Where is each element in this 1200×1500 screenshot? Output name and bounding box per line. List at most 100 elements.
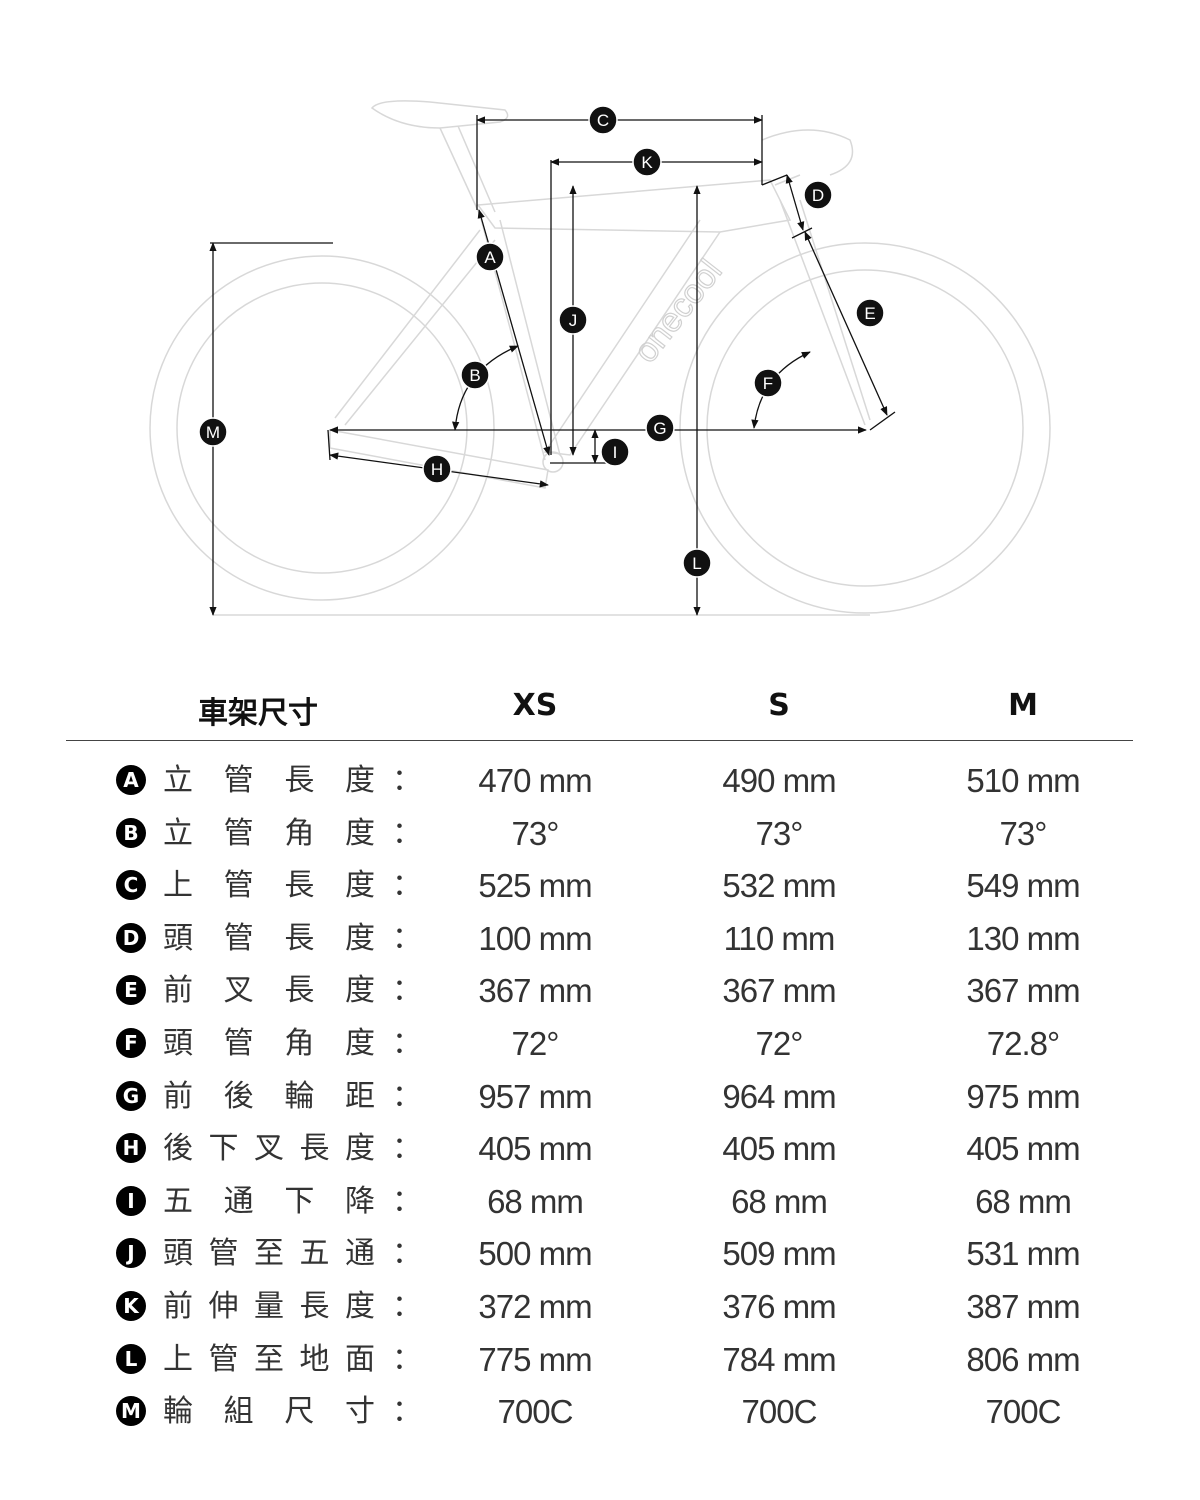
dim-label-a: A [475, 242, 505, 272]
row-value-m: 72.8° [986, 1025, 1060, 1062]
table-row: M 輪組尺寸 ： 700C 700C 700C [0, 1388, 1200, 1440]
header-divider [66, 740, 1133, 741]
dim-label-circle [632, 147, 662, 177]
dim-label-m: M [198, 417, 228, 447]
top-tube [476, 179, 792, 233]
dim-label-i: I [600, 437, 630, 467]
brand-logo: onecool [626, 253, 729, 370]
bike-outline [149, 100, 1051, 616]
row-value-xs: 700C [497, 1393, 574, 1431]
dim-label-circle [682, 548, 712, 578]
row-value-s: 784 mm [722, 1340, 836, 1378]
dim-label-circle [645, 413, 675, 443]
row-colon: ： [392, 1394, 422, 1430]
row-colon: ： [392, 1289, 422, 1324]
saddle [370, 100, 509, 129]
row-letter-badge: M [116, 1396, 146, 1427]
row-value-m: 806 mm [966, 1340, 1080, 1378]
dim-E [804, 231, 888, 416]
dim-label-c: C [588, 105, 618, 135]
row-value-m: 510 mm [966, 762, 1080, 799]
row-value-m: 387 mm [966, 1288, 1080, 1325]
row-value-s: 405 mm [722, 1130, 836, 1168]
row-value-m: 700C [985, 1393, 1062, 1431]
dim-D [785, 174, 805, 231]
dim-label-letter: H [431, 460, 443, 479]
row-letter-badge: L [116, 1343, 146, 1374]
dim-label-circle [475, 242, 505, 272]
row-letter-badge: D [116, 922, 146, 953]
dim-label-letter: G [653, 419, 666, 438]
dim-label-f: F [753, 368, 783, 398]
row-label: 上管至地面 [163, 1341, 375, 1377]
row-value-xs: 470 mm [478, 762, 592, 799]
row-label: 頭管長度 [163, 920, 375, 956]
row-value-xs: 500 mm [478, 1235, 592, 1273]
row-value-xs: 775 mm [478, 1340, 592, 1378]
row-letter-badge: B [116, 817, 146, 848]
row-value-s: 964 mm [722, 1077, 836, 1115]
size-header-m: M [1008, 688, 1038, 723]
row-value-xs: 405 mm [478, 1130, 592, 1168]
row-colon: ： [392, 1236, 422, 1272]
row-value-m: 130 mm [966, 919, 1080, 957]
dim-label-circle [753, 368, 783, 398]
row-value-xs: 68 mm [487, 1182, 584, 1220]
row-value-s: 72° [755, 1025, 804, 1062]
dim-label-circle [855, 298, 885, 328]
dim-label-letter: L [692, 554, 701, 573]
row-value-xs: 372 mm [478, 1288, 592, 1325]
row-letter-badge: C [116, 870, 146, 901]
seat-post [439, 125, 496, 216]
front-wheel [679, 242, 1051, 614]
dim-label-letter: M [206, 423, 220, 442]
row-value-s: 490 mm [722, 762, 836, 799]
size-header-xs: XS [512, 688, 558, 723]
row-value-m: 405 mm [966, 1130, 1080, 1168]
row-label: 前伸量長度 [163, 1289, 375, 1324]
dim-label-letter: B [469, 366, 480, 385]
row-letter-badge: K [116, 1291, 146, 1321]
row-letter-badge: A [116, 765, 146, 795]
dim-label-circle [460, 360, 490, 390]
row-value-xs: 100 mm [478, 919, 592, 957]
row-value-s: 532 mm [722, 867, 836, 905]
row-value-xs: 367 mm [478, 972, 592, 1010]
dim-label-letter: I [613, 443, 618, 462]
row-value-s: 110 mm [723, 919, 836, 957]
dim-label-k: K [632, 147, 662, 177]
row-letter-badge: H [116, 1133, 146, 1164]
size-header-s: S [768, 688, 790, 723]
row-value-s: 700C [741, 1393, 818, 1431]
row-value-m: 975 mm [966, 1077, 1080, 1115]
dim-label-circle [600, 437, 630, 467]
row-colon: ： [392, 868, 422, 904]
row-value-s: 68 mm [731, 1182, 828, 1220]
row-label: 上管長度 [163, 868, 375, 904]
row-label: 前叉長度 [163, 973, 375, 1009]
row-colon: ： [392, 920, 422, 956]
dim-label-letter: K [641, 153, 653, 172]
row-colon: ： [392, 763, 422, 798]
dim-label-circle [198, 417, 228, 447]
row-letter-badge: E [116, 975, 146, 1006]
dim-label-letter: A [484, 248, 496, 267]
row-value-m: 367 mm [966, 972, 1080, 1010]
row-label: 頭管至五通 [163, 1236, 375, 1272]
row-value-xs: 957 mm [478, 1077, 592, 1115]
row-colon: ： [392, 1183, 422, 1219]
row-label: 輪組尺寸 [163, 1394, 375, 1430]
dim-B [452, 345, 519, 431]
dim-label-letter: J [569, 311, 578, 330]
row-colon: ： [392, 1026, 422, 1061]
row-value-m: 73° [999, 814, 1048, 852]
